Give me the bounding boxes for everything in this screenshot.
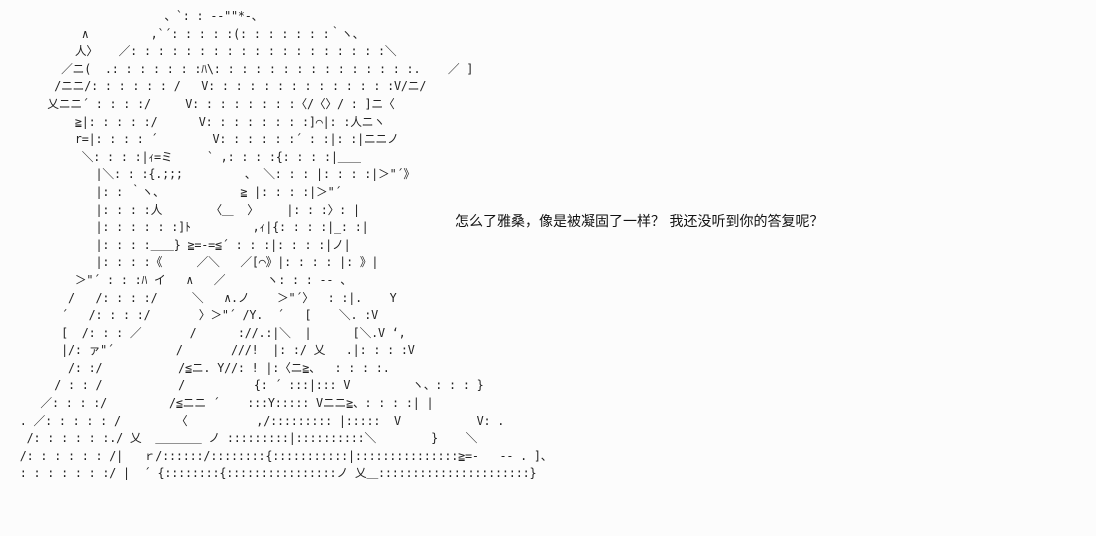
ascii-art-line: 乂ニニ´ : : : :/ V: : : : : : : :〈/〈〉/ : ]ニ… [6, 96, 395, 111]
ascii-art-line: ∧ ,`´: : : : :(: : : : : : :｀ヽ、 [6, 26, 365, 41]
ascii-art-line: ／ニ( .: : : : : : :ﾊ\: : : : : : : : : : … [6, 61, 474, 76]
ascii-art-line: /: : : : : :./ 乂 ＿＿＿＿ ノ :::::::::|::::::… [6, 431, 478, 446]
ascii-art-line: / /: : : :/ ＼ ∧.ノ ＞"´〉 : :|. Y [6, 290, 397, 305]
ascii-art-line: . ／: : : : : / 〈 ,/::::::::: |::::: V V:… [6, 413, 505, 428]
ascii-art-line: / : : / / {: ´ :::|::: V ヽ、: : : } [6, 378, 484, 393]
ascii-art-line: ＼: : : :|ｨ=ミ ` ,: : : :{: : : :|＿＿ [6, 149, 361, 164]
ascii-art-line: |: : : : : :]ﾄ ,ｨ|{: : : :|_: :| [6, 220, 369, 235]
ascii-art-line: |/: ァ"´ / ///! |: :/ 乂 .|: : : :V [6, 343, 415, 358]
ascii-art-line: ´ /: : : :/ 〉＞"´ /Y. ´ [ ＼. :V [6, 308, 379, 323]
ascii-art-line: /ニニ/: : : : : : / V: : : : : : : : : : :… [6, 79, 427, 94]
ascii-art-line: |: : : :＿＿} ≧=-=≦´ : : :|: : : :|ノ| [6, 237, 351, 252]
ascii-art-line: ≧|: : : : :/ V: : : : : : : :]⌒|: :人ニヽ [6, 114, 385, 129]
ascii-art-line: |: : ｀ヽ、 ≧ |: : : :|＞"´ [6, 184, 342, 199]
dialogue-text: 怎么了雅桑，像是被凝固了一样？ 我还没听到你的答复呢？ [455, 214, 824, 230]
ascii-art-line: |: : : :《 ／＼ ／[⌒》|: : : : |: 》| [6, 255, 379, 270]
ascii-art-line: 、`: : ‐‐""*‐、 [6, 9, 264, 23]
ascii-art-line: /: :/ /≦ニ. Y//: ! |:〈ニ≧、 : : : :. [6, 360, 390, 375]
ascii-art-line: |: : : :人 〈＿ 〉 |: : :〉: | [6, 202, 360, 217]
ascii-art-figure: 、`: : ‐‐""*‐、 ∧ ,`´: : : : :(: : : : : :… [6, 8, 553, 483]
ascii-art-line: : : : : : : :/ | ´ {::::::::{:::::::::::… [6, 466, 537, 481]
ascii-art-line: 人〉 ／: : : : : : : : : : : : : : : : : : … [6, 44, 397, 59]
ascii-art-line: /: : : : : : /| ｒ/::::::/::::::::{::::::… [6, 448, 553, 463]
ascii-art-line: [ /: : : ／ / ://.:|＼ | [＼.V ‘, [6, 325, 406, 340]
ascii-art-line: ＞"´ : : :ﾊ イ ∧ ／ ヽ: : : ‐‐ 、 [6, 272, 352, 287]
ascii-art-line: r=|: : : : ´ V: : : : : :´ : :|: :|ニニノ [6, 132, 399, 147]
ascii-art-line: ／: : : :/ /≦ニニ ´ :::Y::::: Vニニ≧、: : : :|… [6, 396, 434, 411]
ascii-art-line: |＼: : :{.;;; 、 ＼: : : |: : : :|＞"´》 [6, 167, 415, 182]
